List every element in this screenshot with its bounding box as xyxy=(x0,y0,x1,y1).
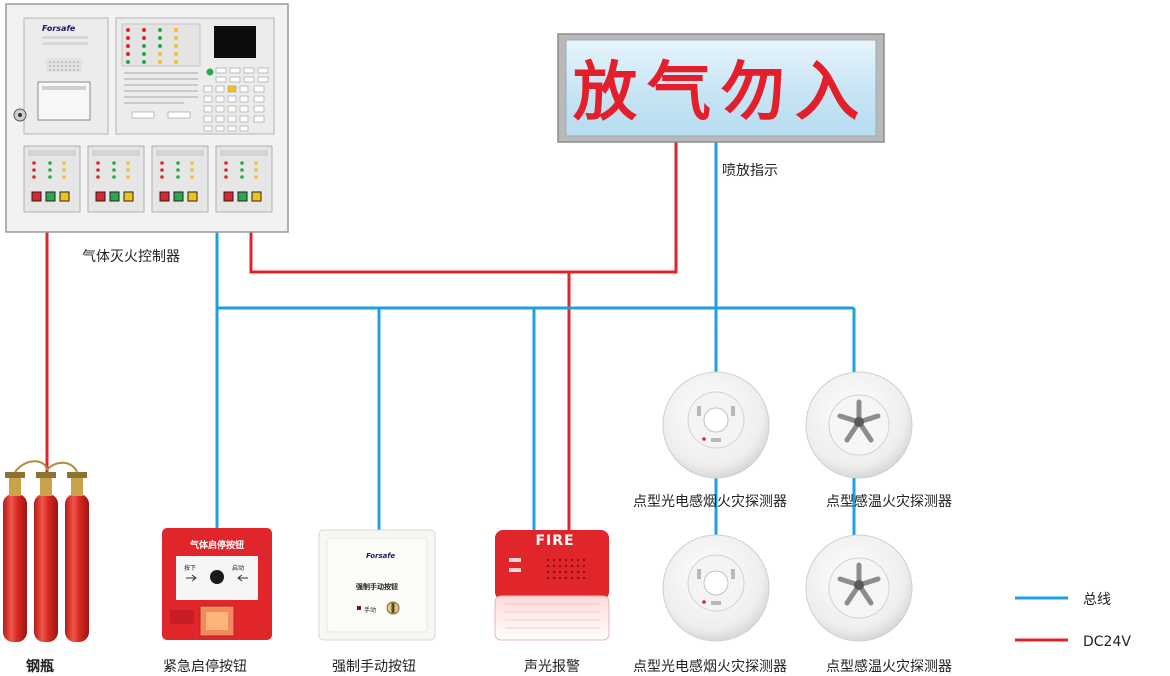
gas-cylinders xyxy=(3,460,89,642)
legend-bus-label: 总线 xyxy=(1083,592,1111,608)
zone-panel-4 xyxy=(215,145,273,213)
zone-panel-2 xyxy=(87,145,145,213)
cylinder-3 xyxy=(65,472,89,642)
cylinders-label: 钢瓶 xyxy=(26,658,54,675)
cylinder-2 xyxy=(34,472,58,642)
thermistor-icon xyxy=(854,417,864,427)
dc24v-wires xyxy=(45,142,678,532)
emergency-button-title: 气体启停按钮 xyxy=(189,539,244,551)
smoke-detector-1 xyxy=(662,371,770,479)
heat-detector-2 xyxy=(805,534,913,642)
forced-button-brand-logo: Forsafe xyxy=(366,552,395,560)
controller-brand-logo: Forsafe xyxy=(42,24,76,33)
status-led-grid xyxy=(121,23,201,67)
smoke-detector-led xyxy=(702,437,706,441)
discharge-indicator-sign: 放气勿入 xyxy=(557,33,885,143)
bus-wires xyxy=(215,142,856,536)
strobe-lens xyxy=(494,595,610,641)
forced-button-manual-label: 手动 xyxy=(364,606,376,614)
instruction-text-lines xyxy=(124,72,198,104)
zone-panel-3 xyxy=(151,145,209,213)
gas-extinguishing-controller: Forsafe xyxy=(5,3,289,233)
emergency-start-label: 启动 xyxy=(232,564,244,572)
sign-text: 放气勿入 xyxy=(573,56,869,130)
speaker-grille xyxy=(46,58,82,72)
power-led xyxy=(206,68,214,76)
sound-light-alarm: FIRE xyxy=(494,530,610,641)
smoke-detector-label-1: 点型光电感烟火灾探测器 xyxy=(633,493,787,510)
heat-detector-label-1: 点型感温火灾探测器 xyxy=(826,493,952,510)
speaker-holes xyxy=(546,558,586,580)
legend-dc24v-label: DC24V xyxy=(1083,634,1131,650)
heat-detector-label-2: 点型感温火灾探测器 xyxy=(826,658,952,675)
cylinder-1 xyxy=(3,472,27,642)
start-button-icon xyxy=(210,570,224,584)
forced-button-caption: 强制手动按钮 xyxy=(356,582,398,591)
smoke-detector-label-2: 点型光电感烟火灾探测器 xyxy=(633,658,787,675)
emergency-start-stop-button: 气体启停按钮 按下 启动 xyxy=(162,528,272,640)
smoke-detector-2 xyxy=(662,534,770,642)
alarm-fire-text: FIRE xyxy=(535,533,574,549)
legend: 总线 DC24V xyxy=(1015,592,1131,650)
wire-dc24v-sign xyxy=(249,142,678,274)
sign-label: 喷放指示 xyxy=(722,163,778,179)
keypad xyxy=(203,67,269,132)
forced-manual-button: Forsafe 强制手动按钮 手动 xyxy=(318,529,436,641)
alarm-label: 声光报警 xyxy=(524,659,580,675)
lcd-display xyxy=(214,26,256,58)
forced-button-label: 强制手动按钮 xyxy=(332,659,416,675)
zone-panel-1 xyxy=(23,145,81,213)
emergency-button-label: 紧急启停按钮 xyxy=(163,658,247,675)
controller-label: 气体灭火控制器 xyxy=(82,249,180,265)
emergency-press-label: 按下 xyxy=(184,564,196,572)
heat-detector-1 xyxy=(805,371,913,479)
